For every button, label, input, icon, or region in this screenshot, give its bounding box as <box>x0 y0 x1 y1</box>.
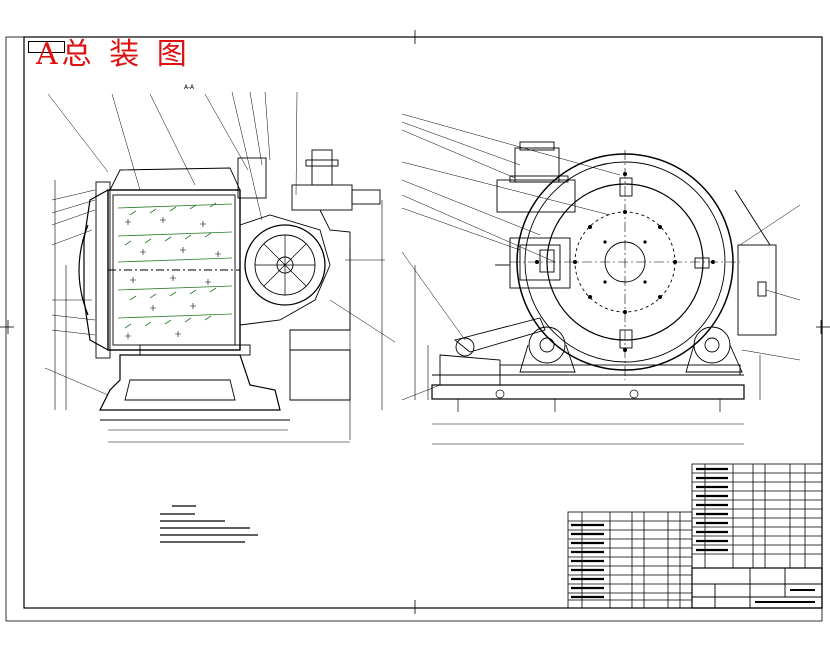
right-side-view <box>401 113 801 445</box>
drawing-title: A总 装 图 <box>36 37 191 72</box>
title-block <box>691 567 823 609</box>
left-section-view <box>44 91 396 443</box>
center-marks <box>0 30 830 614</box>
parts-list-upper <box>691 463 823 569</box>
drawing-number-tag <box>28 41 65 53</box>
technical-notes <box>160 505 258 543</box>
parts-list-lower <box>567 511 693 609</box>
inner-frame <box>23 36 823 609</box>
section-label: A-A <box>184 84 195 91</box>
